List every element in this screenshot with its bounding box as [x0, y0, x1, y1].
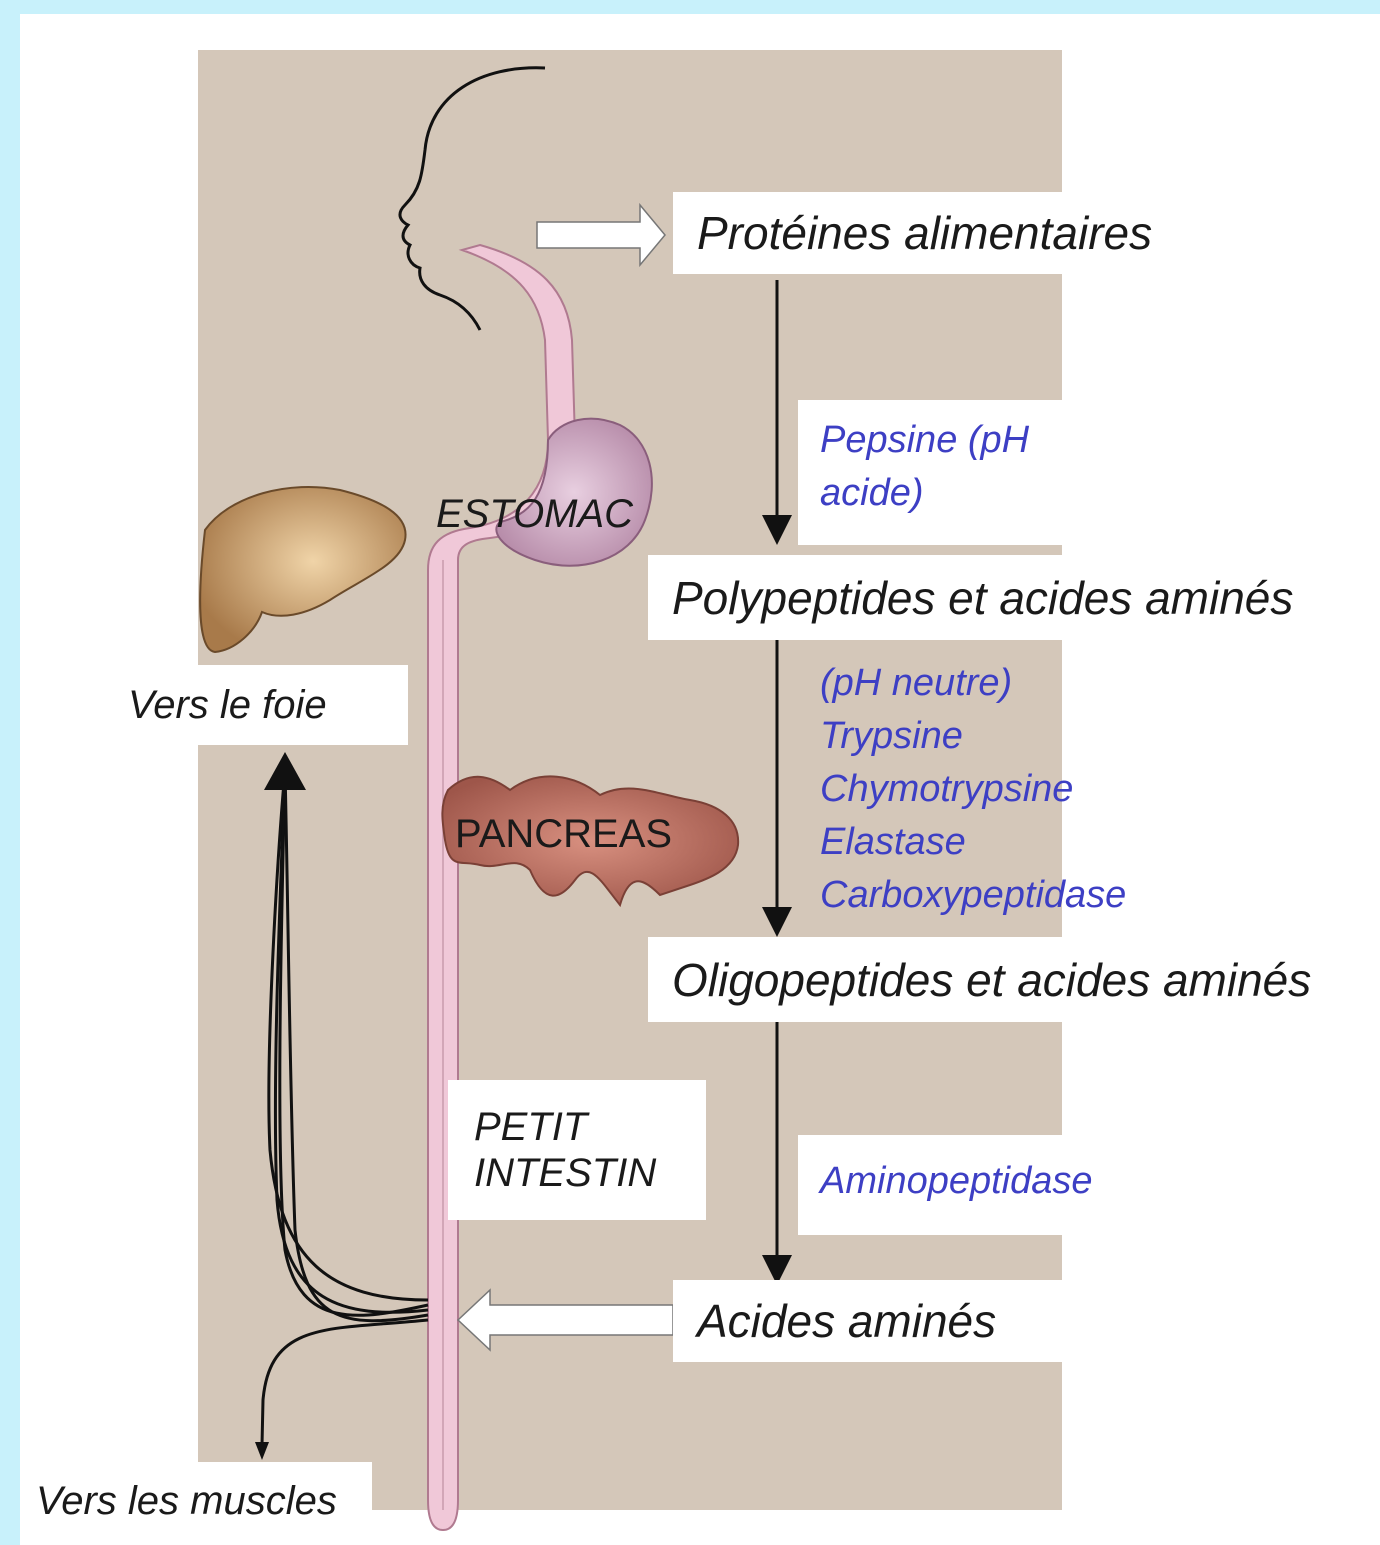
arrow-down-muscles: [255, 1442, 269, 1460]
liver-icon: [200, 487, 405, 652]
organ-box-intestin: PETIT INTESTIN: [448, 1080, 706, 1220]
step-box-3: Oligopeptides et acides aminés: [648, 937, 1380, 1022]
step-box-2: Polypeptides et acides aminés: [648, 555, 1380, 640]
organ-label-intestin: INTESTIN: [474, 1150, 656, 1196]
organ-label-estomac: ESTOMAC: [436, 492, 633, 537]
enzyme-trypsine: Trypsine: [820, 710, 963, 763]
step-label-proteines: Protéines alimentaires: [673, 206, 1152, 260]
organ-label-petit: PETIT: [474, 1104, 587, 1150]
destination-box-liver: Vers le foie: [110, 665, 408, 745]
enzyme-ph-neutre: (pH neutre): [820, 657, 1012, 710]
ingestion-arrow: [537, 205, 665, 265]
step-box-1: Protéines alimentaires: [673, 192, 1213, 274]
absorption-arrow: [458, 1290, 673, 1350]
enzyme-pepsine-line2: acide): [820, 467, 924, 520]
step-box-4: Acides aminés: [673, 1280, 1063, 1362]
organ-label-pancreas: PANCREAS: [455, 812, 672, 857]
step-label-acides-amines: Acides aminés: [673, 1294, 996, 1348]
enzyme-aminopeptidase: Aminopeptidase: [820, 1155, 1093, 1208]
arrow-up-liver: [264, 752, 306, 790]
enzyme-elastase: Elastase: [820, 816, 966, 869]
step-label-oligopeptides: Oligopeptides et acides aminés: [648, 953, 1311, 1007]
head-profile-icon: [400, 68, 545, 330]
destination-box-muscles: Vers les muscles: [20, 1462, 372, 1540]
enzyme-carboxypeptidase: Carboxypeptidase: [820, 869, 1126, 922]
destination-label-muscles: Vers les muscles: [36, 1479, 337, 1524]
destination-label-liver: Vers le foie: [128, 683, 327, 728]
transport-curves: [262, 770, 428, 1445]
step-label-polypeptides: Polypeptides et acides aminés: [648, 571, 1293, 625]
enzyme-chymotrypsine: Chymotrypsine: [820, 763, 1073, 816]
enzyme-pepsine-line1: Pepsine (pH: [820, 414, 1029, 467]
